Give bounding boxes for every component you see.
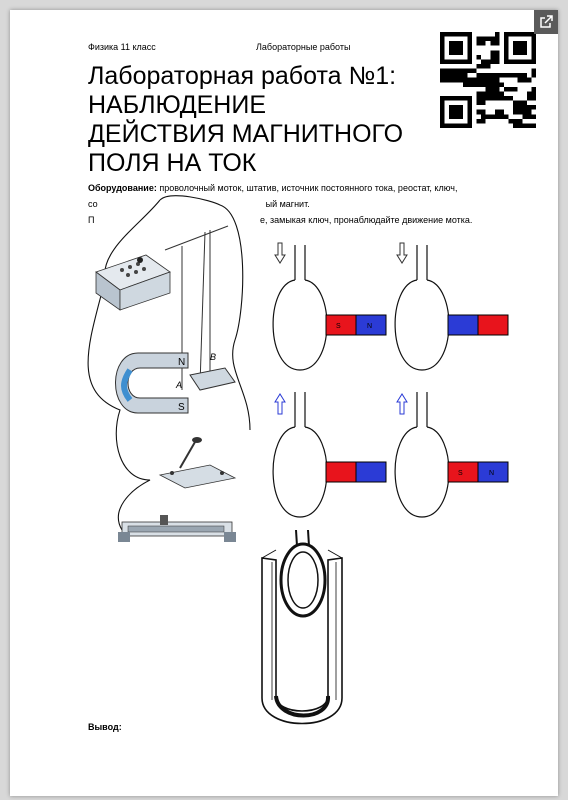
magnet-pole-label: S xyxy=(336,323,341,330)
horseshoe-magnet xyxy=(261,529,343,725)
task-text-start: П xyxy=(88,215,95,225)
header-section: Лабораторные работы xyxy=(256,42,351,52)
label-b: B xyxy=(210,352,216,362)
task-paragraph: П е, замыкая ключ, пронаблюдайте движени… xyxy=(88,215,530,225)
loop-diagram-3 xyxy=(272,392,387,518)
task-text-end: е, замыкая ключ, пронаблюдайте движение … xyxy=(260,215,473,225)
magnet-pole-left xyxy=(325,461,357,483)
title-line-2: НАБЛЮДЕНИЕ xyxy=(88,91,267,119)
arrow-up-icon xyxy=(274,393,286,415)
rheostat xyxy=(118,515,236,542)
switch-key xyxy=(158,437,237,489)
equipment-text-1: проволочный моток, штатив, источник пост… xyxy=(159,183,458,193)
external-link-button[interactable] xyxy=(534,10,558,34)
magnet-pole-right xyxy=(355,314,387,336)
wire-path xyxy=(87,195,251,531)
conclusion-label: Вывод: xyxy=(88,722,122,732)
page-title: Лабораторная работа №1: НАБЛЮДЕНИЕ ДЕЙСТ… xyxy=(88,62,438,178)
equipment-text-2-start: со xyxy=(88,199,98,209)
label-s: S xyxy=(178,402,185,413)
equipment-label: Оборудование: xyxy=(88,183,157,193)
magnet-pole-left xyxy=(447,461,479,483)
setup-magnet: N S A B xyxy=(115,352,216,414)
external-link-icon xyxy=(540,15,553,28)
label-n: N xyxy=(178,357,185,368)
header-subject: Физика 11 класс xyxy=(88,42,156,52)
title-line-1: Лабораторная работа №1: xyxy=(88,62,397,90)
magnet-pole-label: S xyxy=(458,470,463,477)
qr-code xyxy=(440,32,536,128)
title-line-3: ДЕЙСТВИЯ МАГНИТНОГО xyxy=(88,120,404,148)
equipment-text-2-end: ый магнит. xyxy=(265,199,310,209)
magnet-pole-label: N xyxy=(367,323,372,330)
title-line-4: ПОЛЯ НА ТОК xyxy=(88,149,257,177)
magnet-pole-right xyxy=(355,461,387,483)
arrow-down-icon xyxy=(274,242,286,264)
arrow-up-icon xyxy=(396,393,408,415)
magnet-pole-left xyxy=(447,314,479,336)
arrow-down-icon xyxy=(396,242,408,264)
magnet-pole-left xyxy=(325,314,357,336)
equipment-paragraph: Оборудование: проволочный моток, штатив,… xyxy=(88,180,530,212)
magnet-pole-right xyxy=(477,314,509,336)
power-source xyxy=(95,254,171,311)
document-page: Физика 11 класс Лабораторные работы Лабо… xyxy=(10,10,558,796)
label-a: A xyxy=(175,380,182,390)
loop-diagram-2 xyxy=(394,242,509,371)
magnet-pole-right xyxy=(477,461,509,483)
magnet-pole-label: N xyxy=(489,470,494,477)
